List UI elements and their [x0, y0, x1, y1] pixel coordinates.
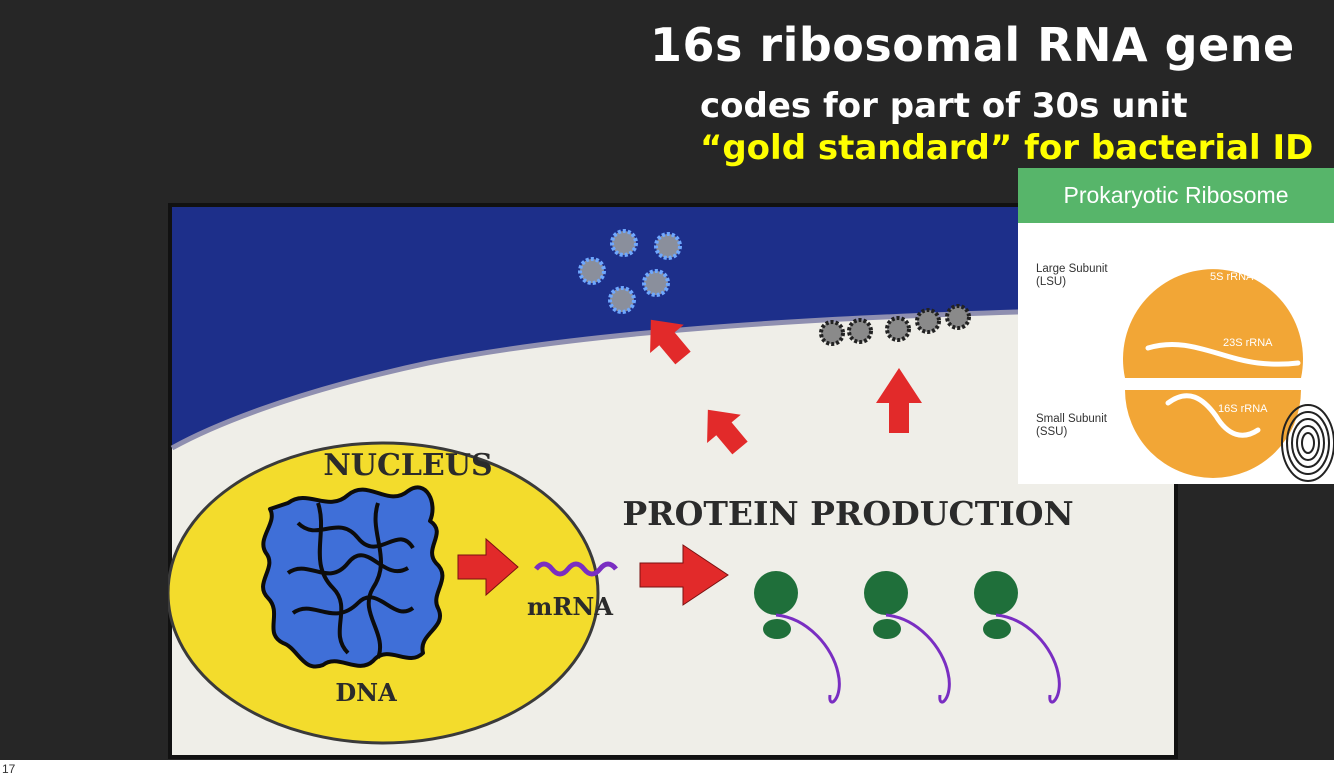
slide-title: 16s ribosomal RNA gene: [650, 18, 1295, 72]
slide-subtitle-gold-standard: “gold standard” for bacterial ID: [700, 128, 1313, 168]
rrna-16s-label: 16S rRNA: [1218, 403, 1268, 415]
small-subunit-shape: [1125, 390, 1301, 478]
dna-label: DNA: [335, 678, 397, 707]
rrna-23s-label: 23S rRNA: [1223, 337, 1273, 349]
page-number: 17: [2, 762, 15, 776]
dna-tangle: [263, 487, 442, 666]
slide-subtitle-codes: codes for part of 30s unit: [700, 86, 1188, 126]
rrna-5s-label: 5S rRNA: [1210, 271, 1254, 283]
mrna-label: mRNA: [527, 592, 613, 621]
protein-production-label: PROTEIN PRODUCTION: [622, 494, 1073, 533]
ribosome-inset-svg: 5S rRNA 23S rRNA 16S rRNA: [1018, 168, 1334, 484]
nucleus-label: NUCLEUS: [323, 448, 492, 483]
fingerprint-icon: [1282, 405, 1334, 481]
rrna-5s-strand: [1178, 246, 1218, 268]
prokaryotic-ribosome-inset: Prokaryotic Ribosome Large Subunit (LSU)…: [1018, 168, 1334, 484]
slide-background: 16s ribosomal RNA gene codes for part of…: [0, 0, 1334, 760]
